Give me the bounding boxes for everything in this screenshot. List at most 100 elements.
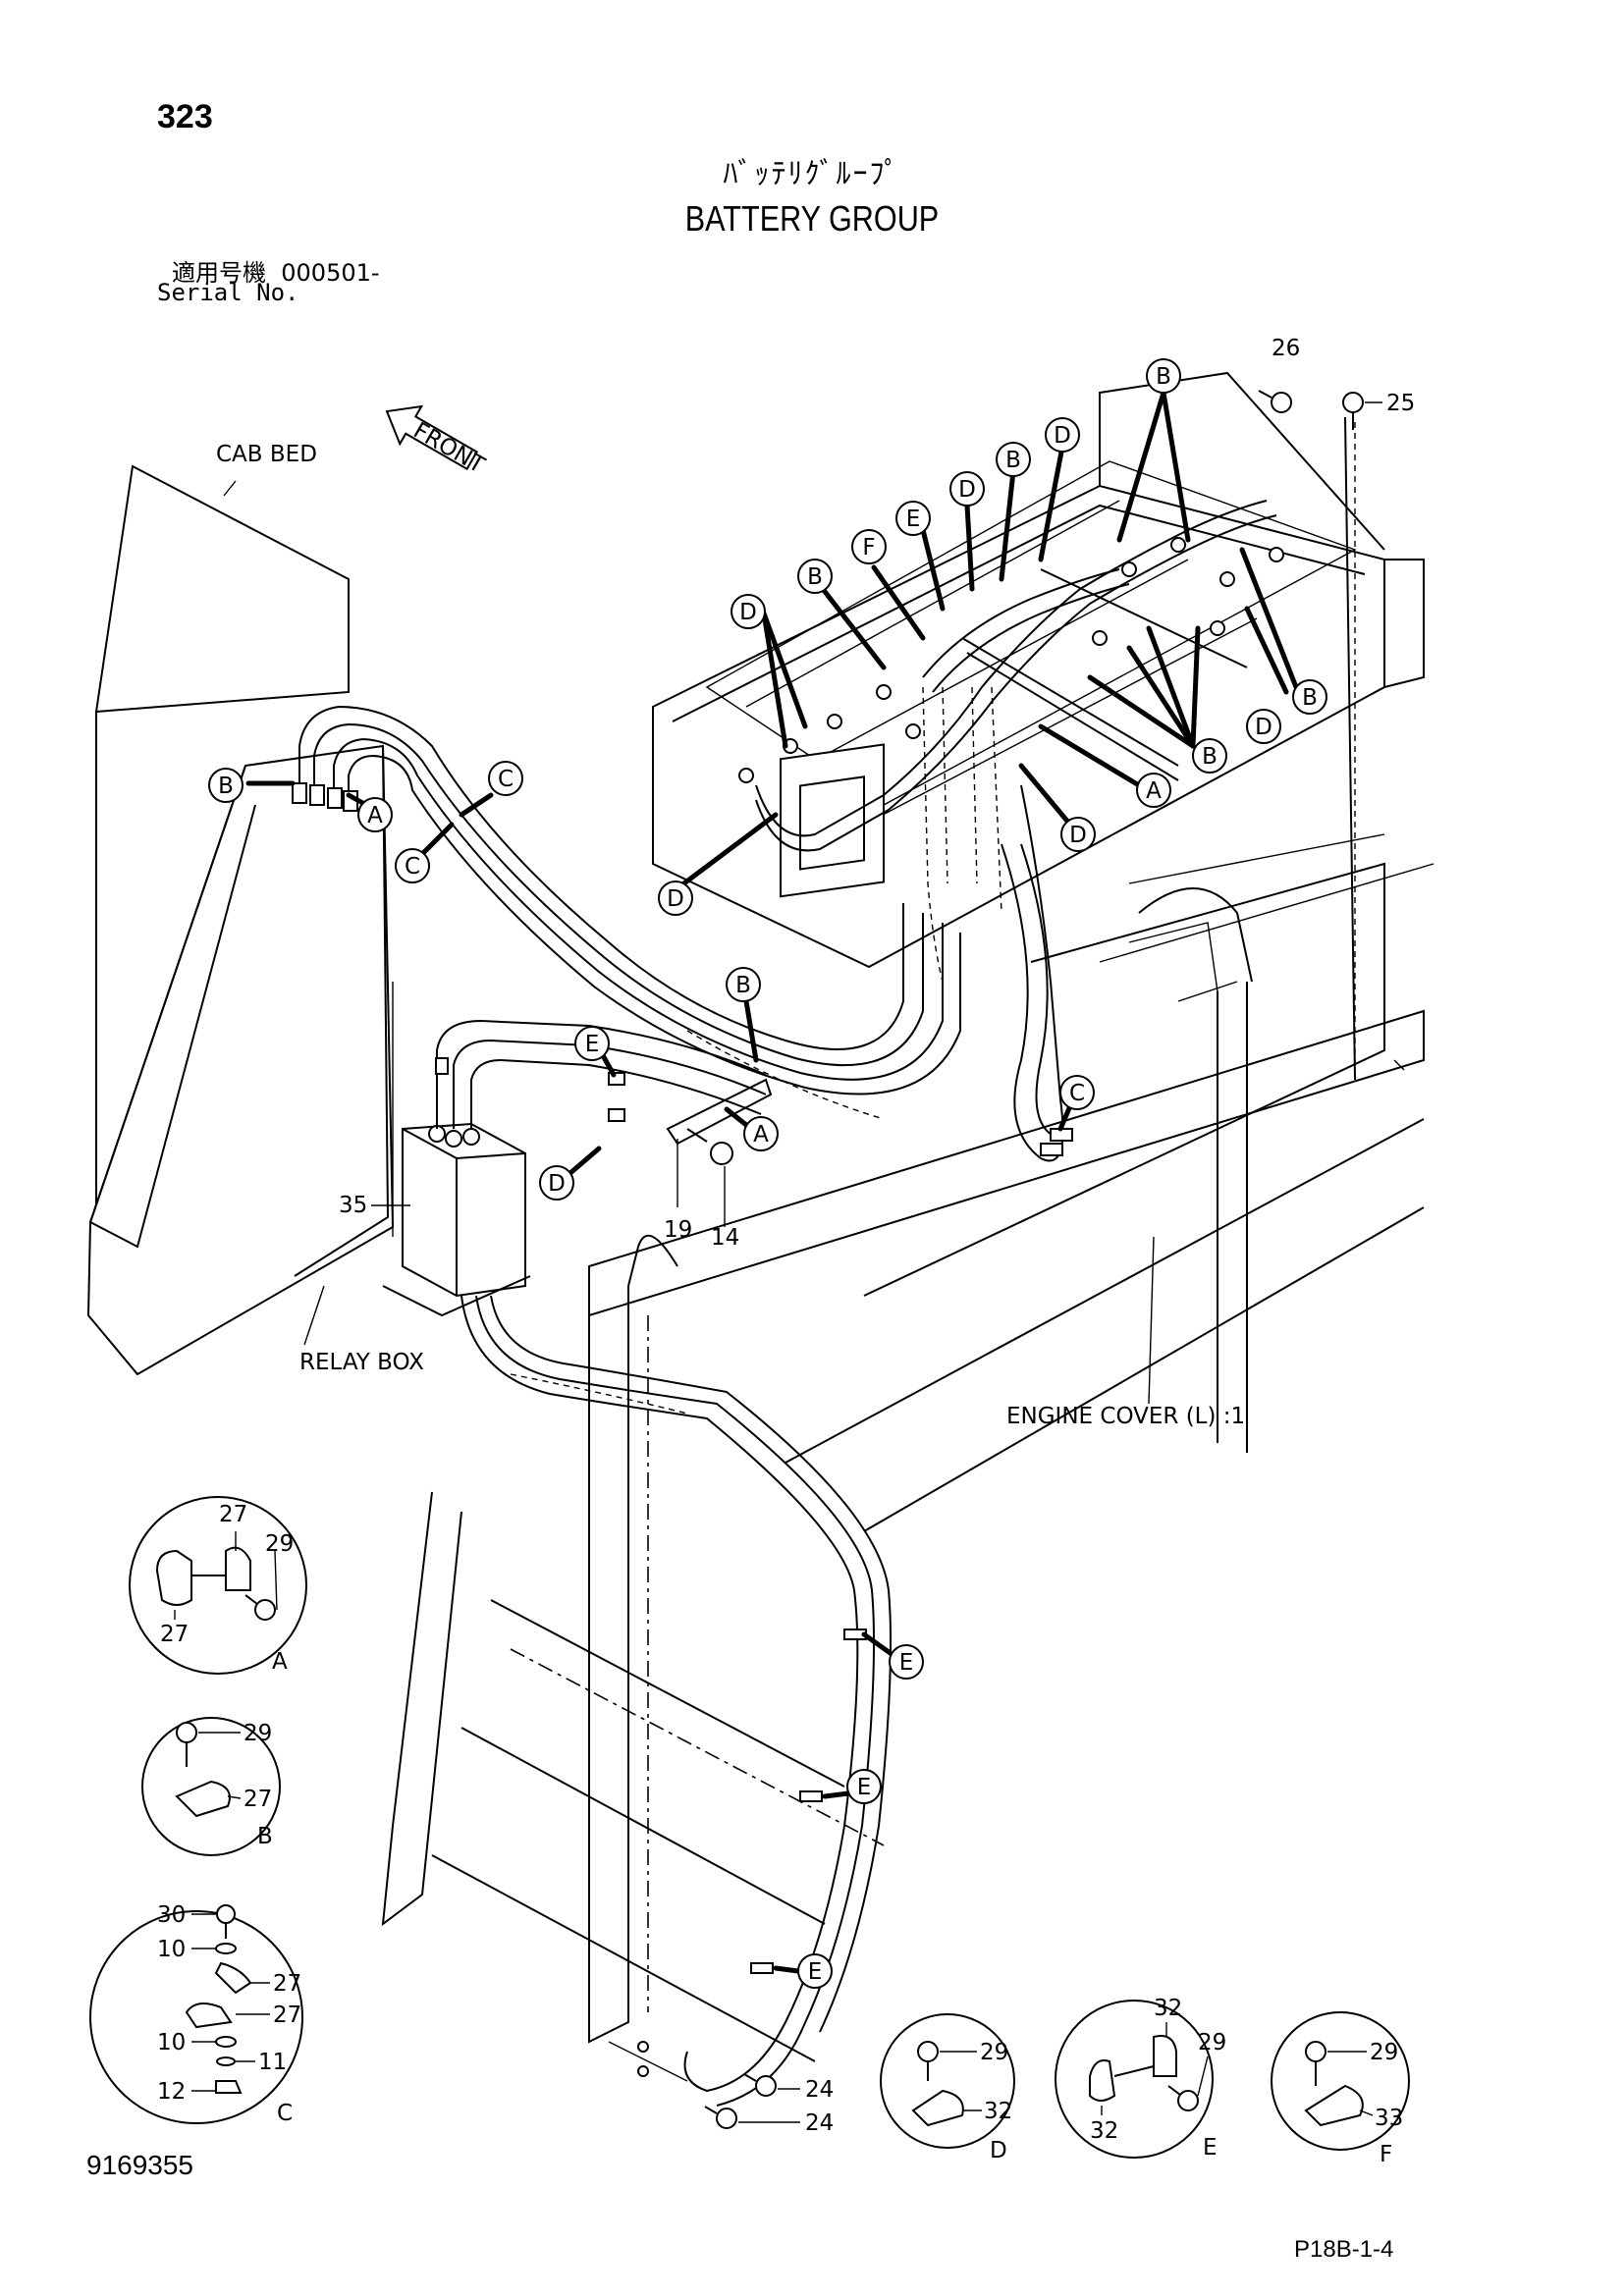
callout-top-d1: D [1045, 417, 1080, 453]
svg-text:B: B [807, 564, 823, 590]
detF-29: 29 [1370, 2040, 1398, 2065]
callouts: B D B D E F B D B D B A D D B A C C B A … [208, 358, 1327, 1989]
part-24a: 24 [805, 2077, 834, 2103]
callout-mid-a: A [743, 1116, 779, 1151]
detail-label-f: F [1380, 2142, 1392, 2167]
detail-view-f [1271, 2011, 1410, 2151]
cab-bed-label: CAB BED [216, 442, 317, 467]
part-35: 35 [339, 1193, 367, 1218]
callout-top-a1: A [1136, 773, 1171, 808]
svg-text:D: D [1054, 423, 1071, 449]
page-reference: P18B-1-4 [1294, 2236, 1394, 2263]
detail-label-e: E [1203, 2135, 1218, 2161]
bolts-25-26 [1258, 390, 1382, 430]
callout-mid-e: E [574, 1026, 610, 1061]
callout-cab-b: B [208, 768, 244, 803]
callout-top-b2: B [996, 442, 1031, 477]
detC-10b: 10 [157, 2030, 186, 2056]
svg-text:B: B [1202, 744, 1218, 770]
svg-text:D: D [1255, 715, 1272, 740]
svg-text:D: D [739, 600, 757, 625]
battery-box [652, 371, 1425, 969]
front-label: FRONT [408, 418, 489, 479]
detB-27: 27 [244, 1787, 272, 1812]
doc-number: 9169355 [86, 2150, 194, 2180]
svg-text:B: B [735, 973, 751, 998]
detC-27a: 27 [273, 1971, 301, 1997]
detail-label-d: D [990, 2138, 1007, 2163]
relay-box-leader [303, 1285, 325, 1346]
callout-top-d4: D [1246, 709, 1281, 744]
svg-text:B: B [218, 774, 234, 799]
svg-text:A: A [367, 803, 383, 828]
part-24b: 24 [805, 2110, 834, 2136]
callout-top-d2: D [949, 471, 985, 507]
svg-text:E: E [906, 507, 921, 532]
relay-box-label: RELAY BOX [299, 1350, 424, 1375]
svg-text:D: D [667, 886, 684, 912]
detA-27a: 27 [219, 1502, 247, 1527]
svg-text:E: E [857, 1775, 872, 1800]
detC-30: 30 [157, 1902, 186, 1928]
svg-text:F: F [862, 535, 875, 561]
detail-view-e [1055, 2000, 1214, 2159]
callout-top-d5: D [1060, 817, 1096, 852]
page-title: BATTERY GROUP [684, 198, 940, 239]
svg-text:B: B [1302, 685, 1318, 711]
serial-label-jp: 適用号機 [172, 259, 266, 287]
front-arrow: FRONT [385, 404, 489, 479]
callout-top-b1: B [1146, 358, 1181, 394]
relay-box [382, 1122, 531, 1317]
detE-29: 29 [1198, 2030, 1226, 2056]
svg-text:C: C [1069, 1081, 1085, 1106]
svg-text:D: D [548, 1171, 566, 1197]
detE-32a: 32 [1154, 1996, 1182, 2021]
detail-view-c [89, 1904, 303, 2124]
callout-low-e1: E [889, 1644, 924, 1680]
serial-line-jp: 適用号機 000501- [172, 253, 380, 288]
detail-label-c: C [277, 2101, 293, 2126]
callout-low-e3: E [797, 1953, 833, 1989]
detF-33: 33 [1375, 2106, 1403, 2131]
engine-cover-label: ENGINE COVER (L) :1 [1006, 1404, 1245, 1429]
part-26: 26 [1272, 336, 1300, 361]
svg-text:D: D [1069, 823, 1087, 848]
callout-mid-d: D [539, 1165, 574, 1201]
bolt-19-14 [666, 1078, 773, 1227]
part-14: 14 [711, 1225, 739, 1251]
svg-text:B: B [1156, 364, 1171, 390]
callout-top-d3: D [731, 594, 766, 629]
serial-value: 000501- [281, 259, 380, 287]
callout-cab-c2: C [395, 848, 430, 883]
callout-top-b5: B [1192, 738, 1227, 774]
detC-12: 12 [157, 2079, 186, 2105]
support-frame [381, 1234, 885, 2082]
callout-top-f: F [851, 529, 887, 564]
detail-view-d [880, 2013, 1015, 2149]
serial-label-en: Serial No. [157, 279, 299, 306]
cab-bed-block [86, 464, 395, 1376]
bolts-24 [637, 2041, 800, 2129]
detC-27b: 27 [273, 2002, 301, 2028]
detail-label-a: A [272, 1649, 288, 1675]
callout-top-d6: D [658, 881, 693, 916]
svg-text:C: C [405, 854, 420, 880]
callout-right-c: C [1059, 1075, 1095, 1110]
detC-10a: 10 [157, 1937, 186, 1962]
cable-harness [298, 500, 1277, 2107]
svg-text:A: A [1146, 778, 1162, 804]
clamp-bands [292, 782, 1073, 1974]
svg-text:C: C [498, 767, 514, 792]
engine-cover-leader [1148, 1236, 1155, 1405]
part-25: 25 [1386, 391, 1415, 416]
callout-cab-a: A [357, 797, 393, 832]
detA-29: 29 [265, 1531, 294, 1557]
page-number: 323 [157, 98, 213, 135]
detA-27b: 27 [160, 1622, 189, 1647]
detE-32b: 32 [1090, 2118, 1118, 2144]
detail-view-a [129, 1496, 307, 1675]
svg-text:E: E [808, 1959, 823, 1985]
svg-text:B: B [1005, 448, 1021, 473]
svg-text:E: E [585, 1032, 600, 1057]
